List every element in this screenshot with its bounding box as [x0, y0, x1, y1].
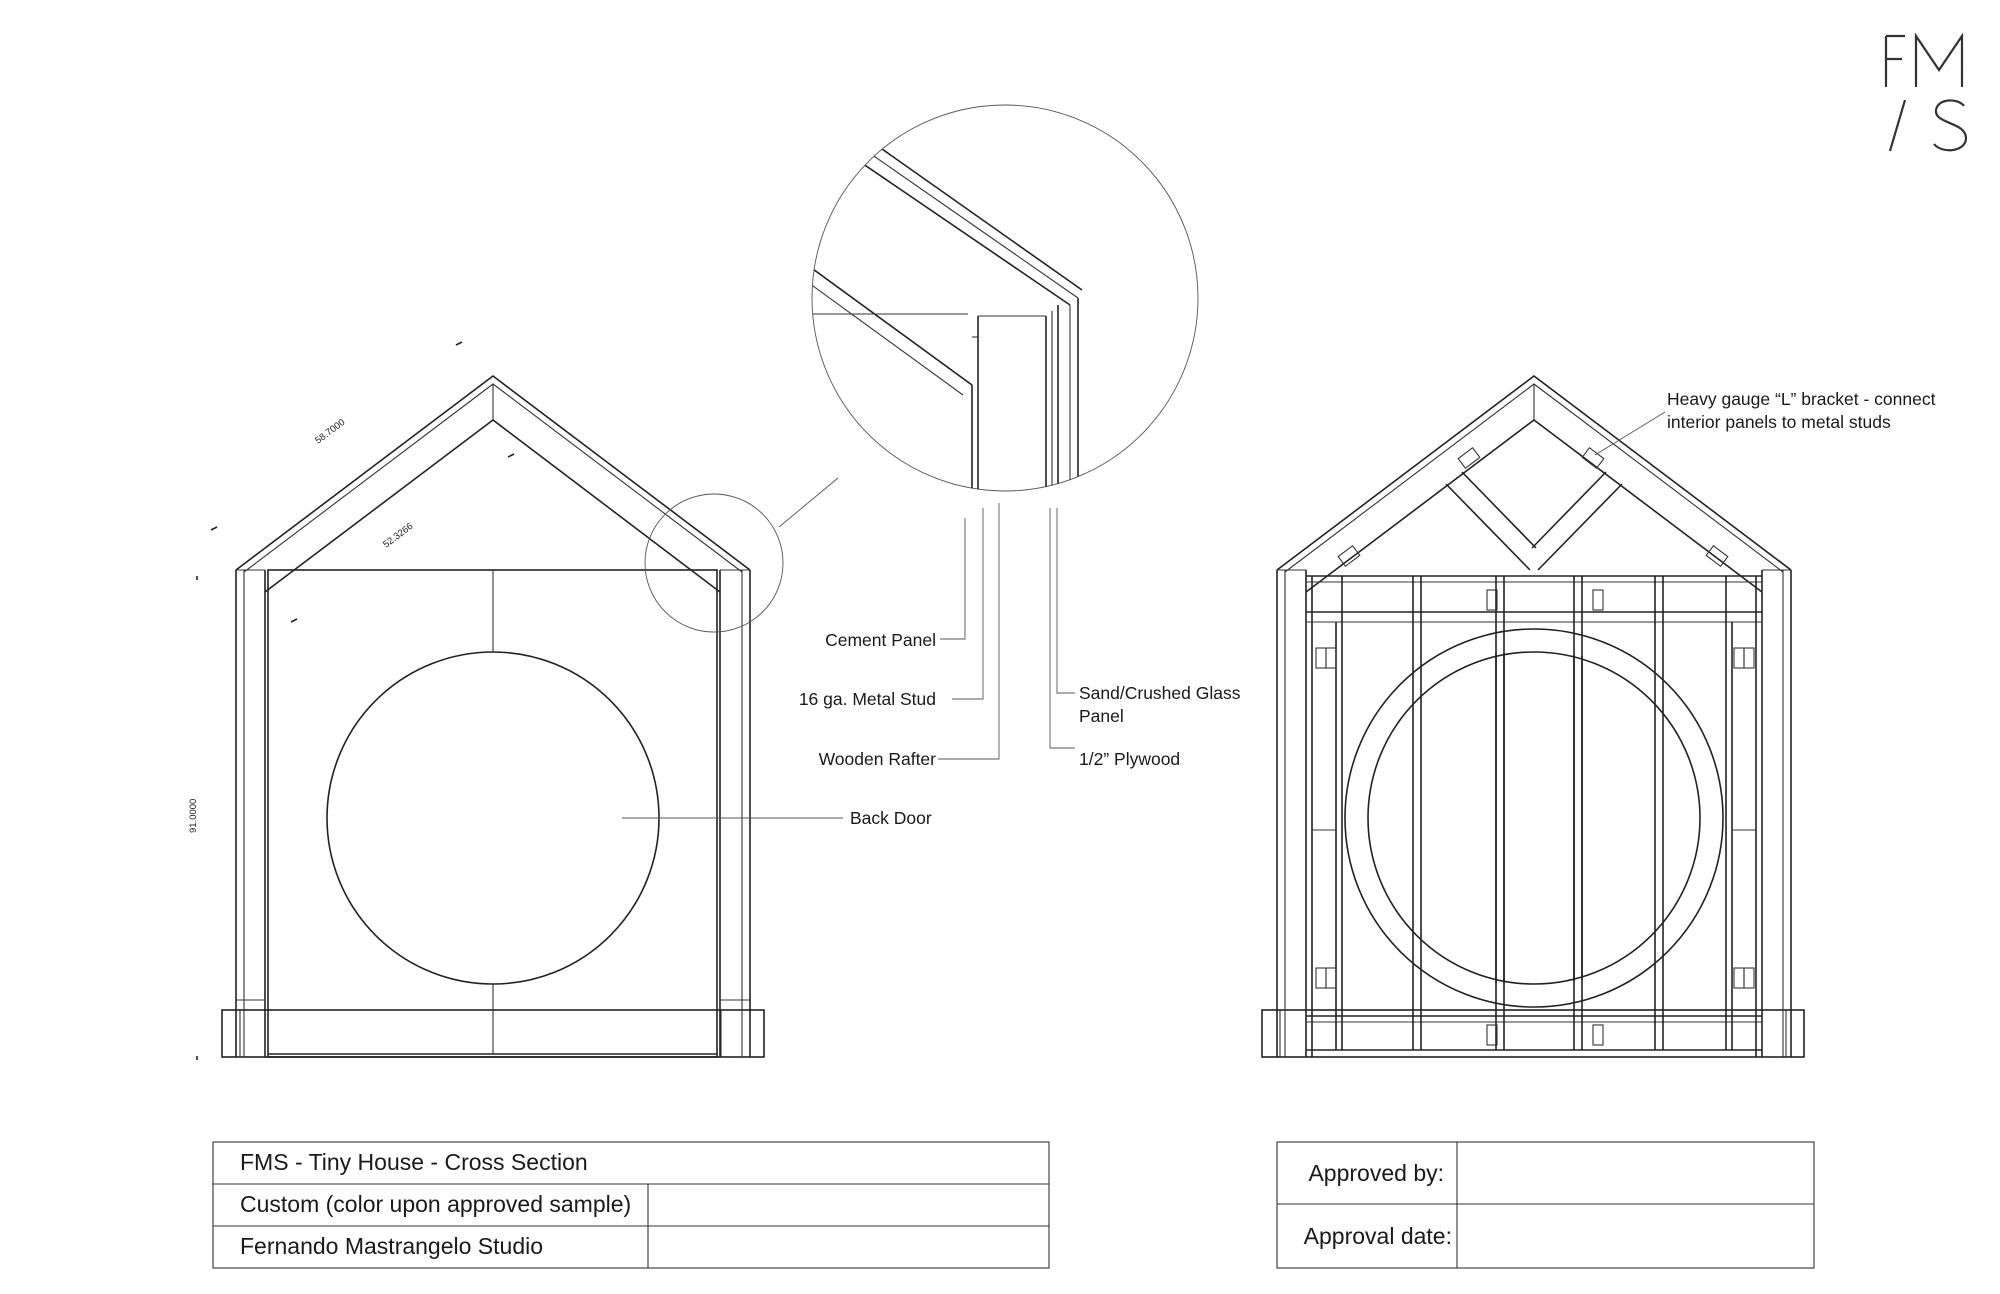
roof-detail-callout	[811, 104, 1199, 760]
glass-panel-label-line2: Panel	[1079, 706, 1124, 726]
approval-date-label: Approval date:	[1304, 1223, 1452, 1249]
glass-panel-label-line1: Sand/Crushed Glass	[1079, 683, 1241, 703]
studio-name: Fernando Mastrangelo Studio	[240, 1233, 543, 1259]
drawing-title: FMS - Tiny House - Cross Section	[240, 1149, 588, 1175]
back-door-label: Back Door	[850, 808, 932, 828]
roof-outer-dimension: 58.7000	[313, 417, 347, 446]
cement-panel-label: Cement Panel	[825, 630, 936, 650]
roof-inner-dimension: 52.3266	[381, 521, 415, 550]
finish-note: Custom (color upon approved sample)	[240, 1191, 631, 1217]
right-framing-elevation	[1261, 374, 1805, 1058]
approved-by-label: Approved by:	[1308, 1160, 1444, 1186]
bracket-note-line2: interior panels to metal studs	[1667, 412, 1891, 432]
bracket-note-line1: Heavy gauge “L” bracket - connect	[1667, 389, 1936, 409]
title-block	[212, 1141, 1050, 1269]
left-cross-section	[196, 341, 843, 1060]
wall-height-dimension: 91.0000	[188, 799, 199, 833]
metal-stud-label: 16 ga. Metal Stud	[799, 689, 936, 709]
plywood-label: 1/2” Plywood	[1079, 749, 1180, 769]
wooden-rafter-label: Wooden Rafter	[819, 749, 937, 769]
approval-block	[1276, 1141, 1815, 1269]
studio-logo	[1884, 32, 1968, 152]
